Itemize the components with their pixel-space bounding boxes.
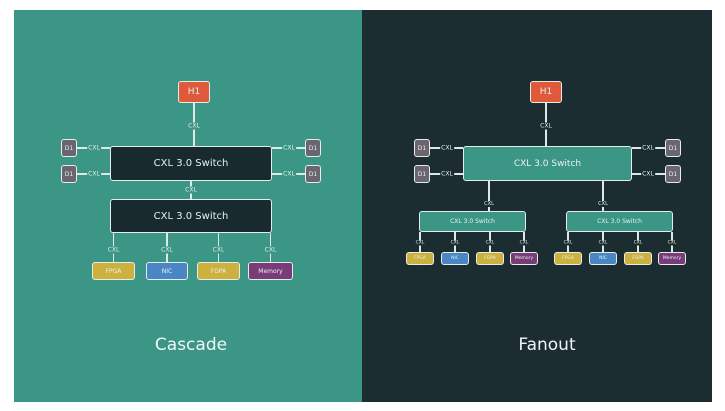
cxl-link-label: CXL [597, 240, 609, 246]
endpoint-fgpa: FGPA [197, 262, 240, 280]
cxl-link-label: CXL [666, 240, 678, 246]
cxl-child-switch: CXL 3.0 Switch [566, 211, 673, 232]
cxl-switch-top: CXL 3.0 Switch [110, 146, 272, 181]
cxl-link-label: CXL [518, 240, 530, 246]
cxl-link-label: CXL [282, 144, 296, 152]
cxl-link-label: CXL [440, 170, 454, 178]
cxl-link-label: CXL [282, 170, 296, 178]
fanout-title: Fanout [518, 335, 576, 355]
cxl-link-label: CXL [562, 240, 574, 246]
cxl-link-label: CXL [483, 201, 495, 207]
cxl-link-label: CXL [87, 144, 101, 152]
cxl-link-label: CXL [106, 246, 121, 254]
cxl-link-label: CXL [263, 246, 278, 254]
cxl-link-label: CXL [484, 240, 496, 246]
cxl-child-switch: CXL 3.0 Switch [419, 211, 526, 232]
cxl-link-label: CXL [449, 240, 461, 246]
endpoint-nic: NIC [146, 262, 188, 280]
endpoint-fpga: FPGA [92, 262, 135, 280]
device-d1: D1 [414, 139, 430, 157]
device-d1: D1 [305, 139, 321, 157]
endpoint-memory: Memory [658, 252, 686, 265]
fanout-panel [362, 10, 712, 402]
device-d1: D1 [61, 165, 77, 183]
cxl-link-label: CXL [632, 240, 644, 246]
device-d1: D1 [305, 165, 321, 183]
endpoint-fpga: FPGA [554, 252, 582, 265]
endpoint-memory: Memory [510, 252, 538, 265]
cxl-link-label: CXL [87, 170, 101, 178]
cascade-title: Cascade [154, 335, 228, 355]
device-d1: D1 [61, 139, 77, 157]
connector-line [488, 181, 490, 211]
connector-line [602, 181, 604, 211]
cxl-link-label: CXL [184, 186, 198, 194]
device-d1: D1 [414, 165, 430, 183]
endpoint-fgpa: FGPA [476, 252, 504, 265]
host-h1: H1 [530, 81, 562, 103]
cxl-link-label: CXL [641, 170, 655, 178]
host-h1: H1 [178, 81, 210, 103]
cxl-link-label: CXL [440, 144, 454, 152]
cxl-switch-bottom: CXL 3.0 Switch [110, 199, 272, 233]
cxl-link-label: CXL [641, 144, 655, 152]
cxl-link-label: CXL [414, 240, 426, 246]
cxl-switch-top: CXL 3.0 Switch [463, 146, 632, 181]
endpoint-fpga: FPGA [406, 252, 434, 265]
device-d1: D1 [665, 165, 681, 183]
endpoint-nic: NIC [589, 252, 617, 265]
device-d1: D1 [665, 139, 681, 157]
endpoint-fgpa: FGPA [624, 252, 652, 265]
cxl-link-label: CXL [539, 122, 553, 130]
endpoint-nic: NIC [441, 252, 469, 265]
cxl-link-label: CXL [160, 246, 174, 254]
cxl-link-label: CXL [597, 201, 609, 207]
endpoint-memory: Memory [248, 262, 293, 280]
cxl-link-label: CXL [211, 246, 226, 254]
cxl-link-label: CXL [187, 122, 201, 130]
